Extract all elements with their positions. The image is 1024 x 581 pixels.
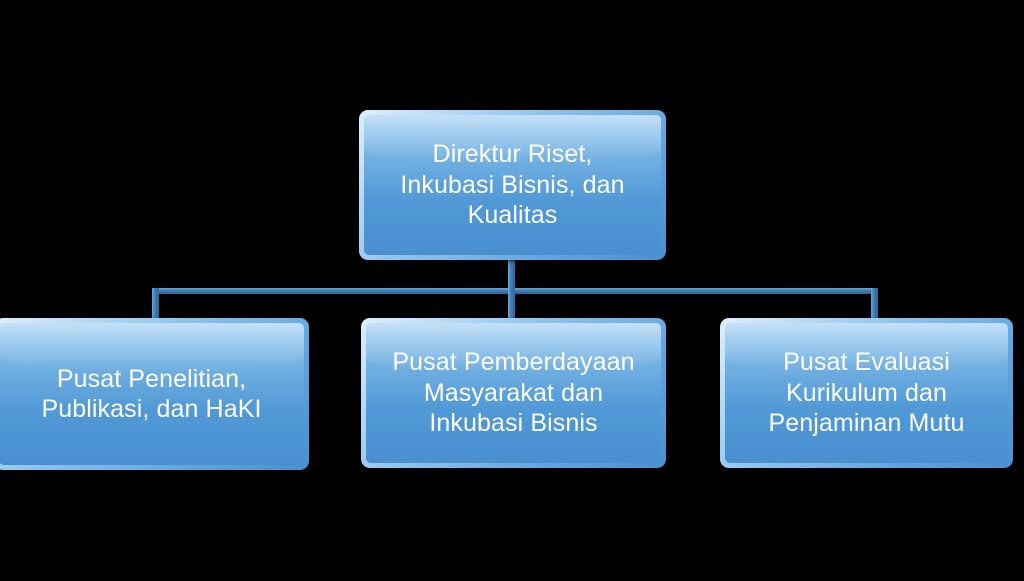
connector-root-stem	[508, 258, 515, 294]
node-pusat-evaluasi-face: Pusat Evaluasi Kurikulum dan Penjaminan …	[725, 323, 1008, 463]
node-pusat-evaluasi-label: Pusat Evaluasi Kurikulum dan Penjaminan …	[768, 348, 965, 438]
connector-drop-center	[508, 288, 515, 321]
node-pusat-evaluasi[interactable]: Pusat Evaluasi Kurikulum dan Penjaminan …	[720, 318, 1013, 468]
connector-drop-left	[152, 288, 159, 321]
node-pusat-penelitian-label: Pusat Penelitian, Publikasi, dan HaKI	[41, 364, 262, 424]
connector-drop-right	[871, 288, 878, 321]
node-pusat-pemberdayaan-label: Pusat Pemberdayaan Masyarakat dan Inkuba…	[392, 348, 635, 438]
node-pusat-pemberdayaan-face: Pusat Pemberdayaan Masyarakat dan Inkuba…	[366, 323, 661, 463]
node-direktur-face: Direktur Riset, Inkubasi Bisnis, dan Kua…	[364, 115, 661, 255]
node-direktur-label: Direktur Riset, Inkubasi Bisnis, dan Kua…	[400, 140, 625, 230]
node-pusat-penelitian-face: Pusat Penelitian, Publikasi, dan HaKI	[0, 323, 304, 465]
node-direktur[interactable]: Direktur Riset, Inkubasi Bisnis, dan Kua…	[359, 110, 666, 260]
node-pusat-penelitian[interactable]: Pusat Penelitian, Publikasi, dan HaKI	[0, 318, 309, 470]
connector-horizontal-bus	[152, 288, 878, 294]
node-pusat-pemberdayaan[interactable]: Pusat Pemberdayaan Masyarakat dan Inkuba…	[361, 318, 666, 468]
